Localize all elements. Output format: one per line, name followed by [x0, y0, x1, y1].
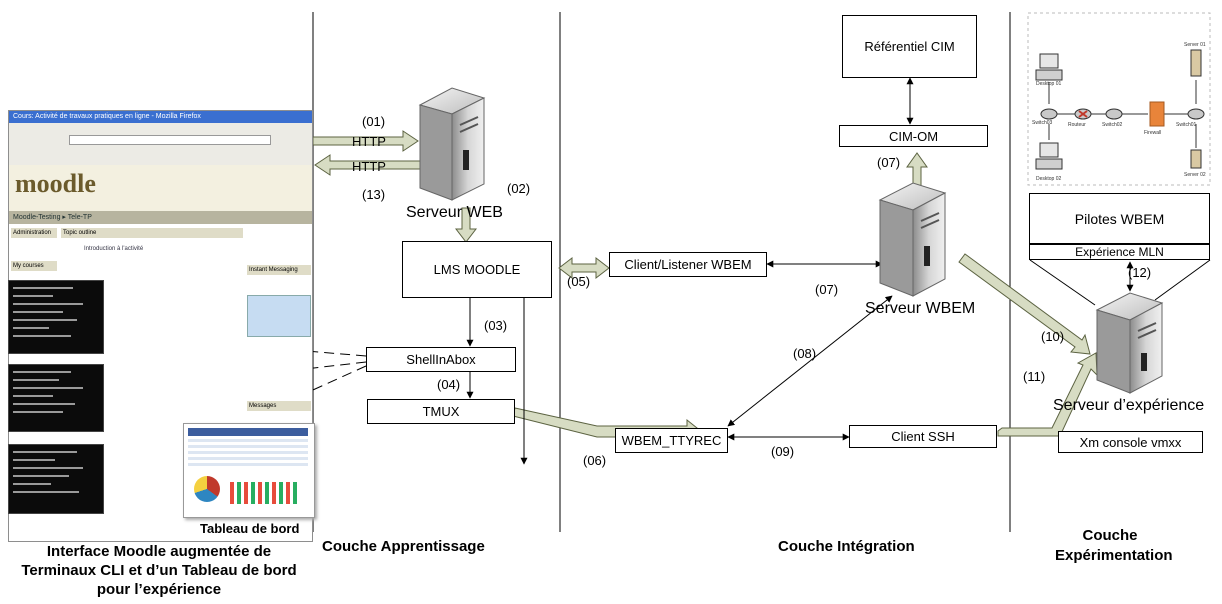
step-08: (08) [793, 346, 817, 361]
dashboard-thumbnail [183, 423, 315, 518]
arrow-http-response [314, 154, 421, 176]
step-01: (01) [362, 114, 386, 129]
server-wbem-label: Serveur WBEM [865, 300, 976, 317]
line-mln-right [1154, 259, 1211, 301]
dashboard-caption: Tableau de bord [200, 521, 300, 536]
server-experience-label: Serveur d’expérience [1053, 397, 1205, 414]
topology-node-label: Firewall [1144, 130, 1161, 136]
step-09: (09) [771, 444, 795, 459]
shellinabox-box: ShellInAbox [366, 347, 516, 372]
arrow-http-request [312, 130, 419, 152]
breadcrumb: Moodle-Testing ▸ Tele-TP [9, 211, 312, 224]
server-01-icon [1190, 49, 1202, 77]
tmux-box: TMUX [367, 399, 515, 424]
step-12: (12) [1128, 265, 1152, 280]
step-03: (03) [484, 318, 508, 333]
step-13: (13) [362, 187, 386, 202]
step-11: (11) [1023, 369, 1046, 384]
pilotes-wbem-box: Pilotes WBEM [1029, 193, 1210, 244]
arrow-wbem-to-exp [958, 253, 1091, 355]
layer-learning-label: Couche Apprentissage [322, 538, 485, 555]
client-ssh-box: Client SSH [849, 425, 997, 448]
switch03-icon [1040, 108, 1058, 120]
lms-moodle-box: LMS MOODLE [402, 241, 552, 298]
arrow-web-to-lms [454, 207, 478, 243]
step-02: (02) [507, 181, 531, 196]
step-07-cimom: (07) [877, 155, 901, 170]
topology-node-label: Routeur [1068, 122, 1086, 128]
experience-mln-box: Expérience MLN [1029, 244, 1210, 260]
layer-experimentation-label: Couche Expérimentation [1055, 527, 1173, 564]
messaging-title: Instant Messaging [247, 265, 311, 275]
cli-terminal-1 [8, 280, 104, 354]
topology-node-label: Server 02 [1184, 172, 1206, 178]
line-mln-left [1029, 259, 1096, 306]
arrow-lms-listener [558, 256, 610, 280]
admin-block-title: Administration [11, 228, 57, 238]
cim-repository-box: Référentiel CIM [842, 15, 977, 78]
desktop-01-icon [1039, 53, 1059, 69]
network-topology-diagram [1027, 12, 1211, 186]
step-10: (10) [1041, 329, 1065, 344]
moodle-header: moodle [9, 165, 312, 211]
cim-om-box: CIM-OM [839, 125, 988, 147]
arrow-ssh-to-exp [997, 352, 1098, 437]
http-request-label: HTTP [352, 134, 386, 149]
url-bar [69, 135, 271, 145]
layer-integration-label: Couche Intégration [778, 538, 915, 555]
firewall-icon [1149, 101, 1165, 127]
step-06: (06) [583, 453, 607, 468]
my-courses-title: My courses [11, 261, 57, 271]
server-wbem-icon [878, 182, 947, 297]
step-05: (05) [567, 274, 591, 289]
arrow-wbem-to-cimom [906, 152, 928, 189]
topology-node-label: Server 01 [1184, 42, 1206, 48]
xm-console-box: Xm console vmxx [1058, 431, 1203, 453]
server-experience-icon [1095, 292, 1164, 394]
switch01-icon [1187, 108, 1205, 120]
topology-node-label: Switch01 [1176, 122, 1197, 128]
messages-title: Messages [247, 401, 311, 411]
cli-terminal-3 [8, 444, 104, 514]
moodle-logo: moodle [15, 169, 96, 198]
server-web-icon [418, 87, 486, 201]
topology-node-label: Switch02 [1102, 122, 1123, 128]
arrow-wbem-ttyrec [727, 295, 893, 427]
server-web-label: Serveur WEB [406, 204, 503, 221]
topic-outline-title: Topic outline [61, 228, 243, 238]
interface-caption: Interface Moodle augmentée de Terminaux … [21, 543, 297, 598]
step-07-listener: (07) [815, 282, 839, 297]
window-titlebar: Cours: Activité de travaux pratiques en … [9, 111, 312, 123]
http-response-label: HTTP [352, 159, 386, 174]
topology-node-label: Desktop 02 [1036, 176, 1062, 182]
wbem-ttyrec-box: WBEM_TTYREC [615, 428, 728, 453]
server-02-icon [1190, 149, 1202, 169]
switch02-icon [1105, 108, 1123, 120]
desktop-02-icon [1039, 142, 1059, 158]
client-listener-wbem-box: Client/Listener WBEM [609, 252, 767, 277]
dashboard-pie [194, 476, 220, 502]
cli-terminal-2 [8, 364, 104, 432]
intro-text: Introduction à l'activité [84, 246, 144, 252]
topology-node-label: Switch03 [1032, 120, 1053, 126]
topology-node-label: Desktop 01 [1036, 81, 1062, 87]
step-04: (04) [437, 377, 461, 392]
chat-panel [247, 295, 311, 337]
